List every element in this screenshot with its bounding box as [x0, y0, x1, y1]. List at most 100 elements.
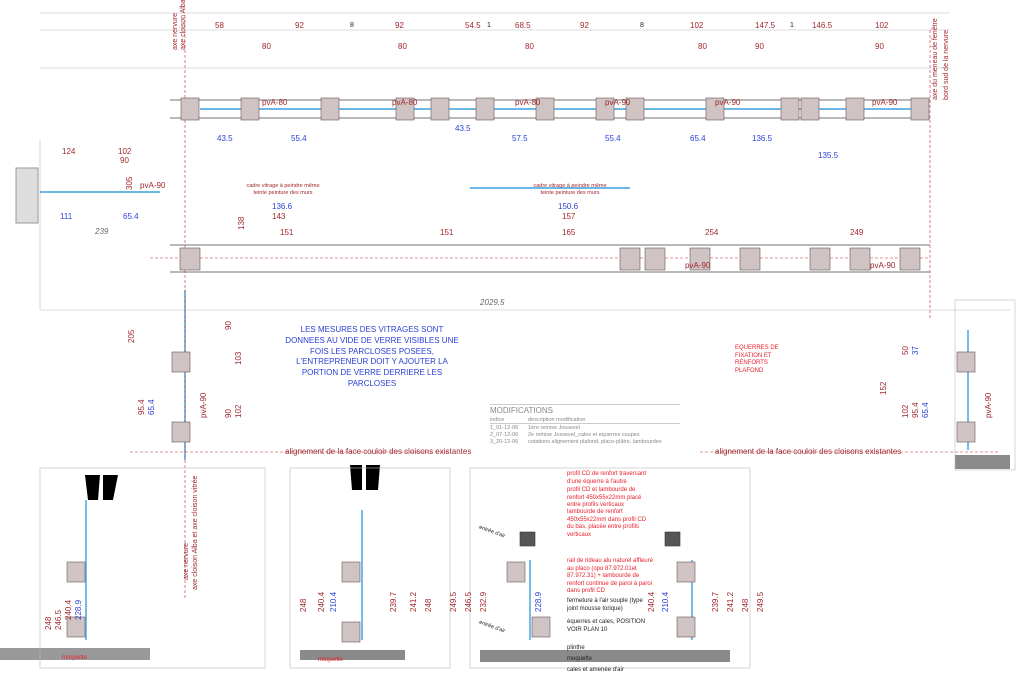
dimension: 90: [875, 42, 884, 51]
modifications-title: MODIFICATIONS: [490, 406, 553, 415]
modification-row: 2_07-12-06 2e remise Jossevel_cales et eq…: [490, 432, 680, 438]
profile-label: pvA-80: [392, 98, 418, 107]
dimension: 37: [911, 346, 920, 355]
mullion-profile: [535, 97, 555, 121]
profile-label: pvA-90: [872, 98, 898, 107]
section-dimension: 210.4: [661, 591, 670, 612]
mullion-profile: [619, 247, 641, 271]
dimension: 157: [562, 212, 576, 221]
floor-label: moquette: [62, 655, 88, 661]
modification-description: cotations alignement plafond, placo-plât…: [528, 439, 662, 445]
glass-dimension: 55.4: [605, 134, 621, 143]
detail-note: rail de rideau alu naturel affleuré au p…: [567, 558, 653, 594]
glass-dimension: 65.4: [123, 212, 139, 221]
top-dimension: 146.5: [812, 21, 833, 30]
section-profile: [341, 561, 361, 583]
section-profile: [956, 351, 976, 373]
equerres-note: EQUERRES DE FIXATION ET RENFORTS PLAFOND: [735, 345, 779, 374]
section-dimension: 241.2: [726, 591, 735, 612]
profile-label: pvA-80: [515, 98, 541, 107]
detail-note: profil CD de renfort traversant d'une éq…: [567, 471, 647, 485]
axis-label: axe nervure: [183, 543, 190, 580]
section-dimension: 232.9: [479, 591, 488, 612]
dimension: 50: [901, 346, 910, 355]
mullion-profile: [180, 97, 200, 121]
dimension: 151: [440, 228, 454, 237]
mullion-profile: [475, 97, 495, 121]
axis-label: axe nervure: [172, 13, 179, 50]
section-dimension: 228.9: [74, 599, 83, 620]
dimension: 102: [118, 147, 132, 156]
detail-note: cales et amenée d'air: [567, 667, 624, 673]
axis-label: axe cloison Alba: [180, 0, 187, 50]
dimension: 205: [127, 329, 136, 343]
glass-dimension: 150.6: [558, 202, 579, 211]
section-dimension: 249.5: [449, 591, 458, 612]
modification-index: 3_20-12-06: [490, 439, 519, 445]
top-dimension: 1: [790, 22, 794, 29]
top-dimension: 8: [640, 22, 644, 29]
dimension: 90: [224, 321, 233, 330]
mullion-profile: [780, 97, 800, 121]
section-dimension: 246.5: [464, 591, 473, 612]
top-dimension: 68.5: [515, 21, 531, 30]
top-dimension: 102: [690, 21, 704, 30]
profile-label: pvA-80: [262, 98, 288, 107]
section-dimension: 239.7: [711, 591, 720, 612]
section-profile: [956, 421, 976, 443]
dimension: 152: [879, 381, 888, 395]
detail-note: plinthe: [567, 645, 585, 651]
profile-label: pvA-90: [715, 98, 741, 107]
frame-note-left: cadre vitrage à peindre même teinte pein…: [246, 183, 320, 196]
mullion-profile: [899, 247, 921, 271]
alignment-label-right: alignement de la face couloir des cloiso…: [715, 447, 902, 456]
section-profile: [531, 616, 551, 638]
modification-description: 2e remise Jossevel_cales et equerres cou…: [528, 432, 640, 438]
frame-note-right: cadre vitrage à peindre même teinte pein…: [533, 183, 607, 196]
col-description: description modification: [528, 417, 586, 423]
axis-label: axe cloison Alba et axe cloison vitrée: [192, 475, 199, 590]
top-dimension: 147.5: [755, 21, 776, 30]
dimension: 80: [262, 42, 271, 51]
glass-dimension: 136.6: [272, 202, 293, 211]
section-profile: [66, 616, 86, 638]
section-profile: [171, 421, 191, 443]
alignment-label-left: alignement de la face couloir des cloiso…: [285, 447, 472, 456]
detail-note: lambourde de renfort 450x55x22mm dans pr…: [567, 509, 647, 538]
top-dimension: 92: [395, 21, 404, 30]
top-dimension: 54.5: [465, 21, 481, 30]
dimension: 102: [234, 404, 243, 418]
modification-index: 1_01-12-06: [490, 425, 519, 431]
section-dimension: 248: [741, 598, 750, 612]
mullion-profile: [845, 97, 865, 121]
section-profile: [66, 561, 86, 583]
section-dimension: 248: [424, 598, 433, 612]
top-dimension: 92: [580, 21, 589, 30]
mullion-profile: [644, 247, 666, 271]
section-dimension: 248: [299, 598, 308, 612]
detail-note: moquette: [567, 656, 593, 662]
dimension: 65.4: [147, 399, 156, 415]
col-index: indice: [490, 417, 505, 423]
mullion-profile: [800, 97, 820, 121]
mullion-profile: [849, 247, 871, 271]
section-dimension: 248: [44, 616, 53, 630]
modifications-table: MODIFICATIONS indice description modific…: [490, 404, 680, 445]
glass-dimension: 136.5: [752, 134, 773, 143]
modification-index: 2_07-12-06: [490, 432, 519, 438]
dimension: 65.4: [921, 402, 930, 418]
mullion-profile: [625, 97, 645, 121]
dimension: 151: [280, 228, 294, 237]
mullion-profile: [739, 247, 761, 271]
mullion-profile: [689, 247, 711, 271]
section-profile: [676, 616, 696, 638]
modification-row: 3_20-12-06 cotations alignement plafond, …: [490, 439, 680, 445]
glass-dimension: 111: [60, 212, 73, 221]
section-dimension: 246.5: [54, 609, 63, 630]
glass-dimension: 57.5: [512, 134, 528, 143]
dimension: 90: [755, 42, 764, 51]
mullion-profile: [395, 97, 415, 121]
section-profile: [506, 561, 526, 583]
